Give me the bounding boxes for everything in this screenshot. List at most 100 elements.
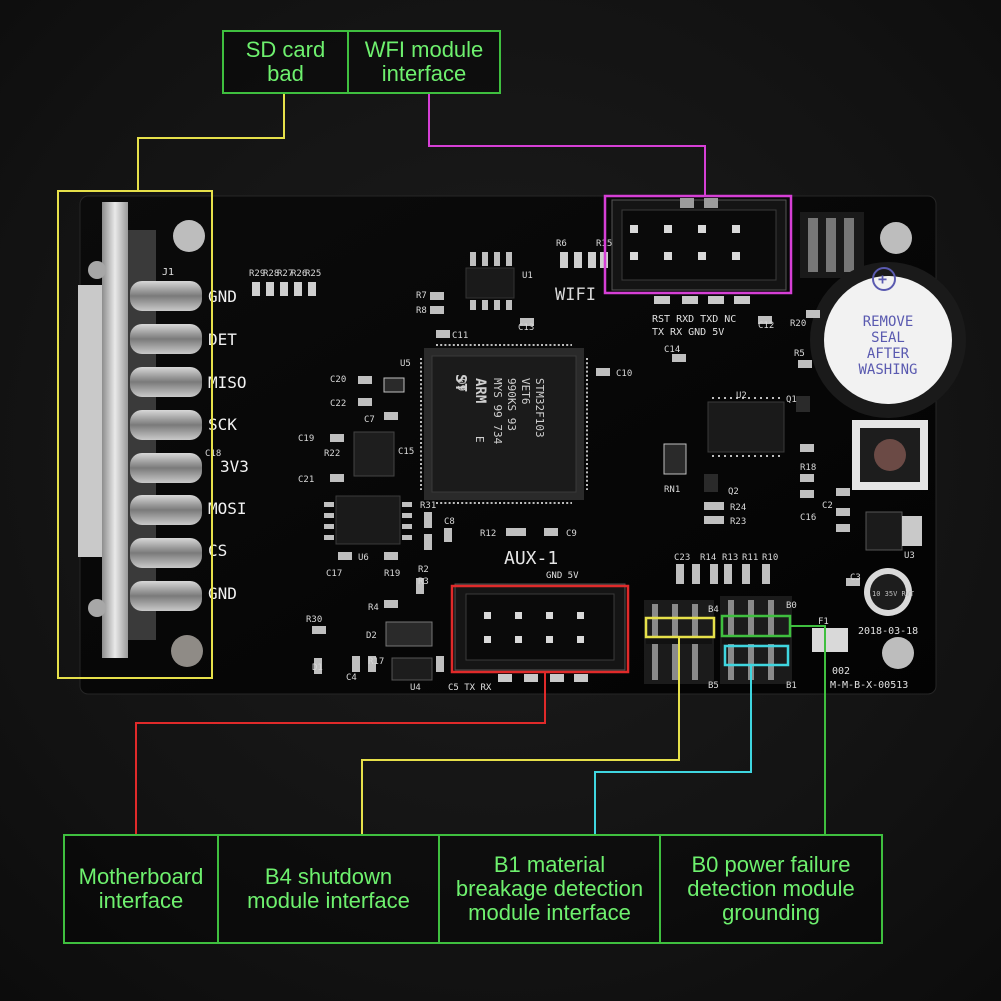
mcu-marking: STM32F103 VET6 990KS 93 MYS 99 734 ARM E…: [455, 378, 546, 445]
sd-card-socket: [78, 202, 202, 658]
header-b0: B0: [786, 601, 797, 611]
ref-designators: R7 R8 C11 C13 U1 U5 C20 C22 C7 C19 R22 C…: [205, 239, 915, 693]
b4-shutdown-label: B4 shutdown module interface: [217, 834, 440, 944]
sd-highlight-box: [57, 190, 213, 679]
sd-pin-label: MISO: [208, 373, 247, 392]
wifi-pins-bottom: TX RX GND 5V: [652, 327, 724, 338]
b4-leader-line: [361, 637, 680, 834]
svg-text:+: +: [878, 270, 887, 288]
b1-highlight-box: [723, 644, 790, 667]
buzzer-text: REMOVE SEAL AFTER WASHING: [858, 314, 917, 378]
header-b1: B1: [786, 681, 797, 691]
b0-leader-line: [790, 625, 826, 834]
mcu-line: E: [473, 436, 486, 443]
ref-label: R14: [700, 553, 716, 563]
header-b5: B5: [708, 681, 719, 691]
ref-label: D1: [312, 663, 323, 673]
ref-label: C11: [452, 331, 468, 341]
mcu-chip: [420, 344, 588, 504]
buzzer: +: [810, 262, 966, 418]
mcu-line: 990KS 93: [505, 378, 518, 431]
sd-pin-label: GND: [208, 287, 237, 306]
ref-label: R22: [324, 449, 340, 459]
ref-label: C14: [664, 345, 680, 355]
ref-label: R29: [249, 269, 265, 279]
ref-label: U6: [358, 553, 369, 563]
ref-label: Q1: [786, 395, 797, 405]
chip-u2: [707, 397, 785, 457]
ref-label: U5: [400, 359, 411, 369]
header-silk: B4 B0 B5 B1: [708, 601, 797, 691]
ref-label: R23: [730, 517, 746, 527]
ref-label: R19: [384, 569, 400, 579]
sd-pin-label: GND: [208, 584, 237, 603]
ref-label: R27: [277, 269, 293, 279]
ref-label: Q2: [728, 487, 739, 497]
b1-leader-line: [594, 665, 752, 834]
ref-label: C19: [298, 434, 314, 444]
sd-solder-pads: [130, 281, 202, 611]
ref-label: R7: [416, 291, 427, 301]
aux-header: [454, 583, 626, 682]
buzzer-line: SEAL: [871, 330, 905, 346]
chip-u1: [465, 252, 515, 310]
ref-label: C2: [822, 501, 833, 511]
ref-label: F1: [818, 617, 829, 627]
mcu-line: MYS 99 734: [491, 378, 504, 445]
ref-label: C4: [346, 673, 357, 683]
motherboard-leader-line: [135, 672, 546, 834]
push-button: [852, 420, 928, 490]
ref-label: R3: [418, 577, 429, 587]
ref-label: R4: [368, 603, 379, 613]
sd-ref: J1: [162, 267, 174, 278]
ref-label: R28: [263, 269, 279, 279]
ref-label: R5: [794, 349, 805, 359]
st-logo: ST: [452, 374, 470, 392]
b1-material-label: B1 material breakage detection module in…: [438, 834, 661, 944]
header-b4: B4: [708, 605, 719, 615]
ref-label: RN1: [664, 485, 680, 495]
ref-label: D2: [366, 631, 377, 641]
ref-label: C21: [298, 475, 314, 485]
ref-label: R2: [418, 565, 429, 575]
pin-header-right: [800, 212, 864, 278]
diode-d2: [385, 621, 433, 647]
ref-label: C18: [205, 449, 221, 459]
ref-label: C12: [758, 321, 774, 331]
buzzer-line: WASHING: [858, 362, 917, 378]
ref-label: R10: [762, 553, 778, 563]
ref-label: R13: [722, 553, 738, 563]
ref-label: R26: [291, 269, 307, 279]
smd-parts: [312, 292, 860, 674]
aux-top-pins: GND 5V: [546, 571, 579, 581]
ref-label: R31: [420, 501, 436, 511]
sd-card-label: SD card bad: [222, 30, 349, 94]
ref-label: R6: [556, 239, 567, 249]
cap-c1-text: 10 35V RVT: [872, 590, 915, 598]
ref-label: C20: [330, 375, 346, 385]
ref-label: U1: [522, 271, 533, 281]
sd-pin-label: 3V3: [220, 457, 249, 476]
fuse-f1: [812, 628, 848, 652]
chip-u5: [353, 431, 395, 477]
ref-label: C16: [800, 513, 816, 523]
ref-label: C9: [566, 529, 577, 539]
ref-label: R24: [730, 503, 746, 513]
sd-pin-label: CS: [208, 541, 227, 560]
sd-pin-label: DET: [208, 330, 237, 349]
ref-label: R20: [790, 319, 806, 329]
date-silk: 2018-03-18: [858, 626, 918, 637]
ref-label: R25: [305, 269, 321, 279]
mcu-line: ARM: [472, 378, 488, 403]
mcu-line: VET6: [519, 378, 532, 405]
ref-label: C15: [398, 447, 414, 457]
aux-bottom-pins: C5 TX RX: [448, 683, 492, 693]
ref-label: R17: [368, 657, 384, 667]
sd-pin-label: SCK: [208, 415, 237, 434]
serial-line-2: M-M-B-X-00513: [830, 680, 908, 691]
wifi-pads: [654, 296, 750, 304]
aux-highlight-box: [450, 584, 630, 674]
wifi-module-label: WFI module interface: [347, 30, 501, 94]
